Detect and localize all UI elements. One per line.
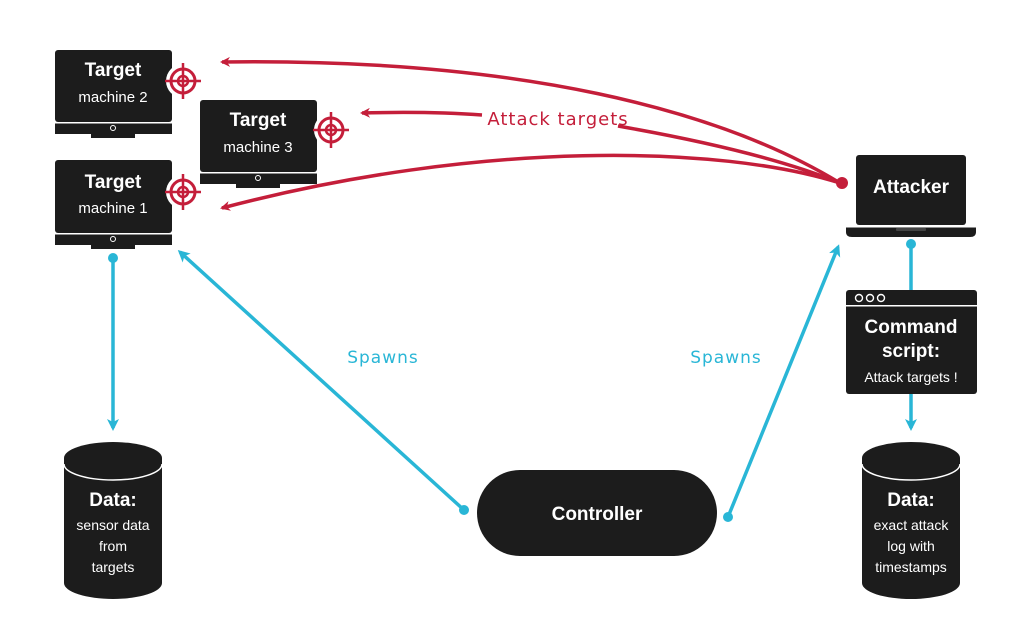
laptop-base [846,226,976,237]
window-dot-icon [865,293,875,303]
target-subtitle: machine 3 [223,139,292,156]
script-body: Attack targets ! [864,369,957,385]
monitor-stand [91,134,135,138]
monitor-bezel [55,233,172,245]
data-store-attack-log[interactable]: Data: exact attack log with timestamps [861,442,961,599]
attack-edge-machine-1 [220,153,841,211]
laptop-screen [856,155,966,225]
target-machine-3[interactable]: Target machine 3 [200,100,317,188]
attack-edge-label: Attack targets [487,109,628,130]
monitor-bezel [55,122,172,134]
spawn-edge-left [177,249,466,512]
target-machine-2[interactable]: Target machine 2 [55,50,172,138]
attack-edge-machine-2 [220,56,841,185]
data-line: sensor data [76,517,149,533]
monitor-stand [236,184,280,188]
monitor-power-icon [110,125,116,131]
target-title: Target [85,60,142,81]
data-title: Data: [89,490,137,511]
window-dot-icon [854,293,864,303]
crosshair-icon [165,63,201,99]
attack-origin-dot [836,177,848,189]
script-title-line1: Command [865,317,958,338]
controller-pill [477,470,717,556]
attack-edge-machine-3 [362,112,841,185]
spawn-edge-right-dot [723,512,733,522]
monitor-screen [200,100,317,172]
monitor-power-icon [255,175,261,181]
attack-edges: Attack targets [220,56,848,211]
target-subtitle: machine 1 [78,200,147,217]
target-subtitle: machine 2 [78,89,147,106]
spawn-label-right: Spawns [690,348,762,368]
controller-node[interactable]: Controller [477,470,717,556]
spawn-edge-left-dot [459,505,469,515]
data-title: Data: [887,490,935,511]
window-dot-icon [876,293,886,303]
command-script-window[interactable]: Command script: Attack targets ! [846,290,977,394]
monitor-screen [55,50,172,122]
data-edge-left-dot [108,253,118,263]
monitor-screen [55,160,172,233]
database-icon [862,442,960,599]
script-titlebar-divider [846,305,977,307]
script-title-line2: script: [882,341,940,362]
attacker-to-script-dot [906,239,916,249]
controller-label: Controller [552,504,643,525]
attacker-laptop[interactable]: Attacker [846,155,976,237]
data-line: targets [92,559,135,575]
monitor-power-icon [110,236,116,242]
crosshair-icon [165,174,201,210]
target-title: Target [85,172,142,193]
data-line: from [99,538,127,554]
data-store-sensor[interactable]: Data: sensor data from targets [63,442,163,599]
crosshair-icon [313,112,349,148]
database-icon [64,442,162,599]
data-line: log with [887,538,934,554]
script-window-frame [846,290,977,394]
data-line: exact attack [874,517,950,533]
data-line: timestamps [875,559,947,575]
spawn-edges: Spawns Spawns [107,239,917,522]
monitor-bezel [200,172,317,184]
spawn-edge-right [726,244,841,518]
spawn-label-left: Spawns [347,348,419,368]
monitor-stand [91,245,135,249]
target-machine-1[interactable]: Target machine 1 [55,160,172,249]
target-title: Target [230,110,287,131]
attacker-label: Attacker [873,177,950,198]
